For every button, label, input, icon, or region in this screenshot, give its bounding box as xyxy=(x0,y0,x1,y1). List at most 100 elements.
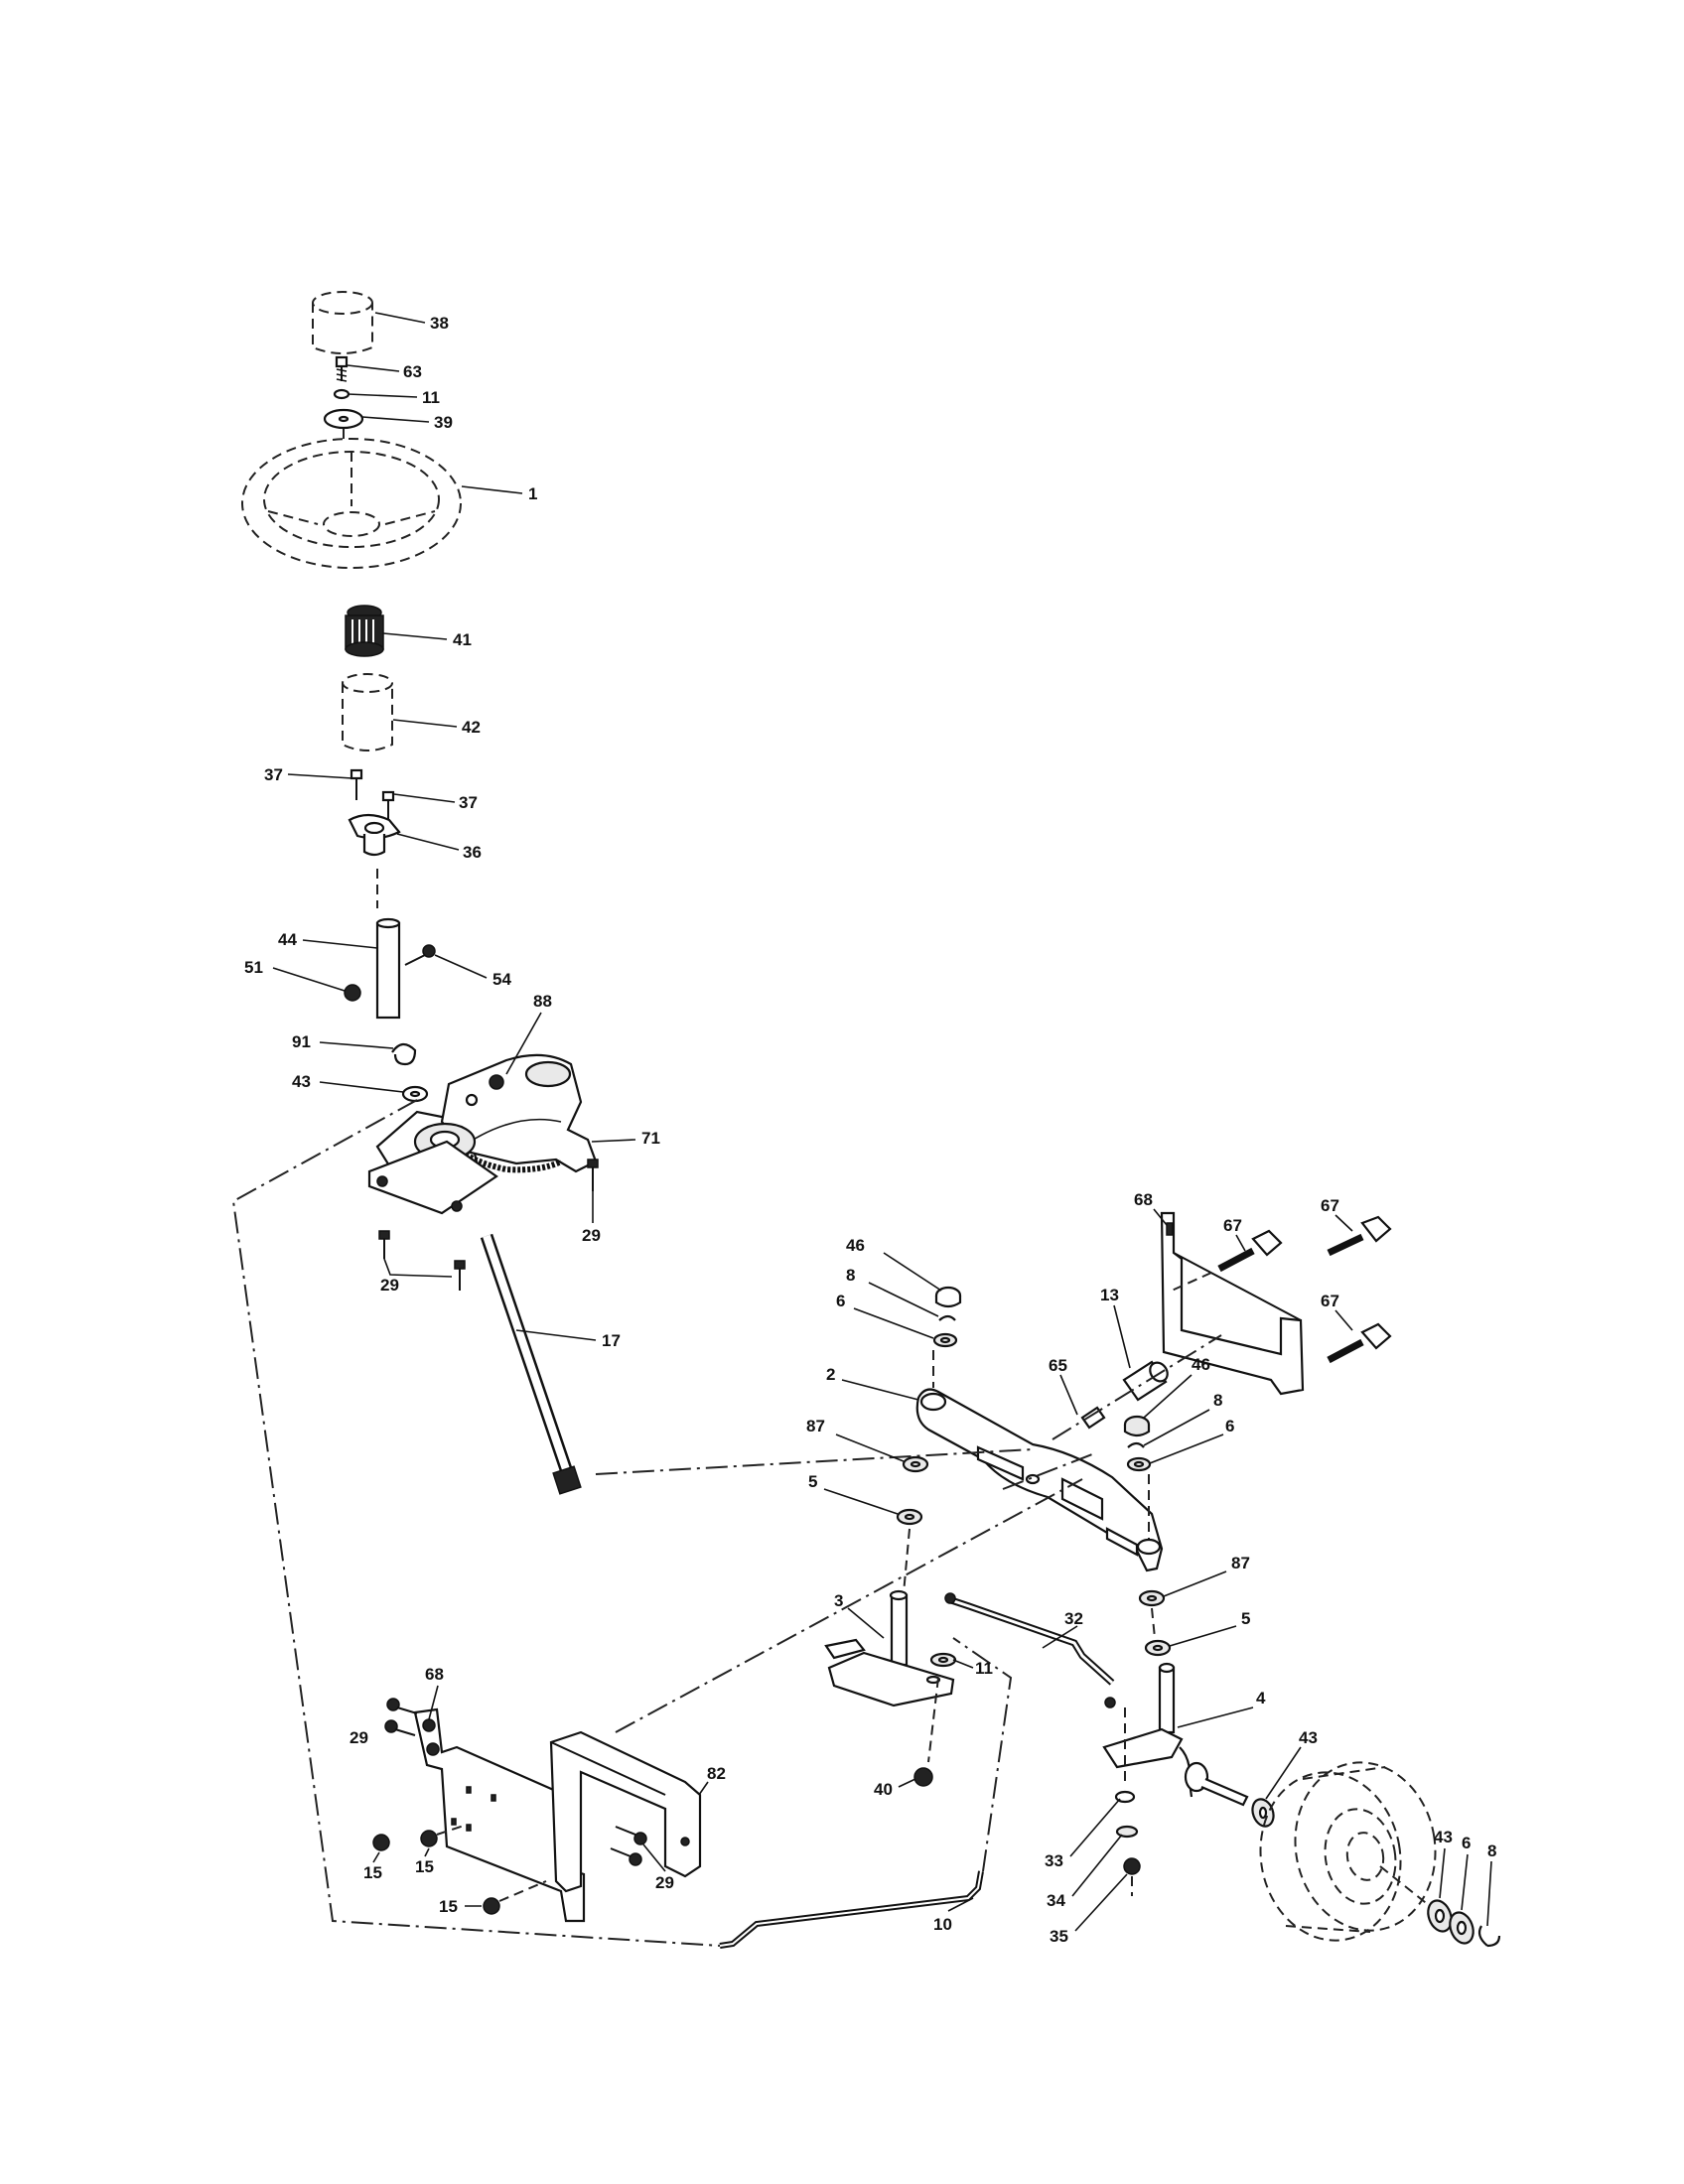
callout-42: 42 xyxy=(462,718,481,737)
phantom-line-bracket-to-axle xyxy=(615,1478,1083,1733)
callout-6-upper: 6 xyxy=(836,1292,845,1310)
callout-67-right: 67 xyxy=(1321,1196,1339,1215)
callout-68-lower: 68 xyxy=(425,1665,444,1684)
bolt-37-right-part xyxy=(381,790,395,820)
steering-cap-part xyxy=(312,291,373,354)
phantom-line-gear-to-axle xyxy=(595,1448,1034,1475)
front-axle-2-part xyxy=(915,1388,1164,1572)
axis-line xyxy=(498,1880,547,1902)
callout-32: 32 xyxy=(1064,1609,1083,1628)
phantom-line-drag-link xyxy=(952,1637,1013,1872)
axis-line xyxy=(1171,1272,1212,1292)
bolt-67-top-left-part xyxy=(1217,1229,1283,1273)
leader-lines xyxy=(272,312,1492,1932)
front-wheel-part xyxy=(1259,1761,1437,1942)
e-clip-8-wheel-part xyxy=(1477,1925,1501,1948)
callout-41: 41 xyxy=(453,630,472,649)
callout-65: 65 xyxy=(1049,1356,1067,1375)
washer-34-part xyxy=(1115,1825,1139,1839)
callout-10: 10 xyxy=(933,1915,952,1934)
washer-43-axle-part xyxy=(1251,1798,1275,1828)
callout-51: 51 xyxy=(244,958,263,977)
tie-rod-32-part xyxy=(944,1592,1116,1708)
callout-34: 34 xyxy=(1047,1891,1065,1910)
axis-line xyxy=(436,1824,468,1836)
bolt-67-lower-part xyxy=(1327,1322,1392,1364)
callout-38: 38 xyxy=(430,314,449,333)
callout-43-gear: 43 xyxy=(292,1072,311,1091)
callout-8-wheel: 8 xyxy=(1487,1842,1496,1860)
callout-33: 33 xyxy=(1045,1851,1063,1870)
nut-51-part xyxy=(344,984,361,1002)
callout-2: 2 xyxy=(826,1365,835,1384)
callout-15-left: 15 xyxy=(363,1863,382,1882)
nut-35-part xyxy=(1123,1857,1141,1875)
callout-5-right: 5 xyxy=(1241,1609,1250,1628)
callout-29-bracket-right: 29 xyxy=(655,1873,674,1892)
callout-8-middle: 8 xyxy=(1213,1391,1222,1410)
callout-11-lower: 11 xyxy=(975,1659,993,1678)
callout-11-top: 11 xyxy=(422,388,440,407)
washer-5-left-part xyxy=(896,1508,923,1526)
bolt-29-lower-left-part xyxy=(384,1698,418,1736)
callout-40: 40 xyxy=(874,1780,893,1799)
callout-68-top: 68 xyxy=(1134,1190,1153,1209)
axis-line xyxy=(1379,1865,1431,1907)
callout-15-lower: 15 xyxy=(439,1897,458,1916)
bolt-29-left-part xyxy=(378,1230,390,1259)
callout-29-housing-right: 29 xyxy=(582,1226,601,1245)
callout-44: 44 xyxy=(278,930,297,949)
bolt-54-part xyxy=(404,944,436,966)
callout-37-right: 37 xyxy=(459,793,478,812)
spindle-3-left-part xyxy=(824,1589,955,1707)
drag-link-rod-10-part xyxy=(719,1870,984,1949)
callout-71: 71 xyxy=(641,1129,660,1148)
e-clip-8-middle-part xyxy=(1127,1441,1145,1448)
callout-43-axle: 43 xyxy=(1299,1728,1318,1747)
callout-4: 4 xyxy=(1256,1689,1266,1707)
nut-15-lower-part xyxy=(483,1897,500,1915)
callout-82: 82 xyxy=(707,1764,726,1783)
callout-29-bracket-left: 29 xyxy=(350,1728,368,1747)
callout-87-right: 87 xyxy=(1231,1554,1250,1572)
callout-91: 91 xyxy=(292,1032,311,1051)
bracket-82-part xyxy=(549,1730,702,1893)
washer-5-right-part xyxy=(1144,1639,1172,1657)
cap-46-lower-part xyxy=(1123,1415,1151,1437)
washer-6-lower-part xyxy=(1126,1456,1152,1472)
pin-65-part xyxy=(1080,1406,1106,1430)
washer-43-wheel-part xyxy=(1427,1899,1453,1933)
axle-bracket-68-part xyxy=(1160,1211,1305,1396)
washer-43-part xyxy=(401,1085,429,1103)
callout-1: 1 xyxy=(528,484,537,503)
steering-adapter-41-part xyxy=(345,605,384,657)
steering-gear-assembly-71-part xyxy=(367,1053,598,1215)
callout-39: 39 xyxy=(434,413,453,432)
flange-bushing-36-part xyxy=(348,813,401,857)
callout-46-upper: 46 xyxy=(846,1236,865,1255)
callout-35: 35 xyxy=(1050,1927,1068,1946)
axis-line xyxy=(927,1677,939,1763)
nut-40-part xyxy=(913,1767,933,1787)
washer-6-upper-part xyxy=(932,1332,958,1348)
callout-6-wheel: 6 xyxy=(1462,1834,1471,1852)
callout-6-middle: 6 xyxy=(1225,1417,1234,1435)
axis-line xyxy=(1052,1334,1222,1440)
phantom-line-left xyxy=(231,1099,721,1947)
callout-87-left: 87 xyxy=(806,1417,825,1435)
callout-8-upper: 8 xyxy=(846,1266,855,1285)
callout-29-housing-left: 29 xyxy=(380,1276,399,1295)
callout-3: 3 xyxy=(834,1591,843,1610)
pinion-shaft-17-part xyxy=(480,1233,582,1495)
axis-line xyxy=(1151,1607,1156,1639)
bolt-29-right-part xyxy=(587,1159,599,1191)
bolt-29-lower-right-part xyxy=(610,1826,647,1866)
bushing-87-left-part xyxy=(902,1455,929,1473)
callout-54: 54 xyxy=(492,970,511,989)
callout-17: 17 xyxy=(602,1331,621,1350)
phantom-line-bracket-link xyxy=(1002,1453,1093,1490)
axis-line xyxy=(903,1528,911,1594)
callout-67-lower: 67 xyxy=(1321,1292,1339,1310)
callout-15-middle: 15 xyxy=(415,1857,434,1876)
